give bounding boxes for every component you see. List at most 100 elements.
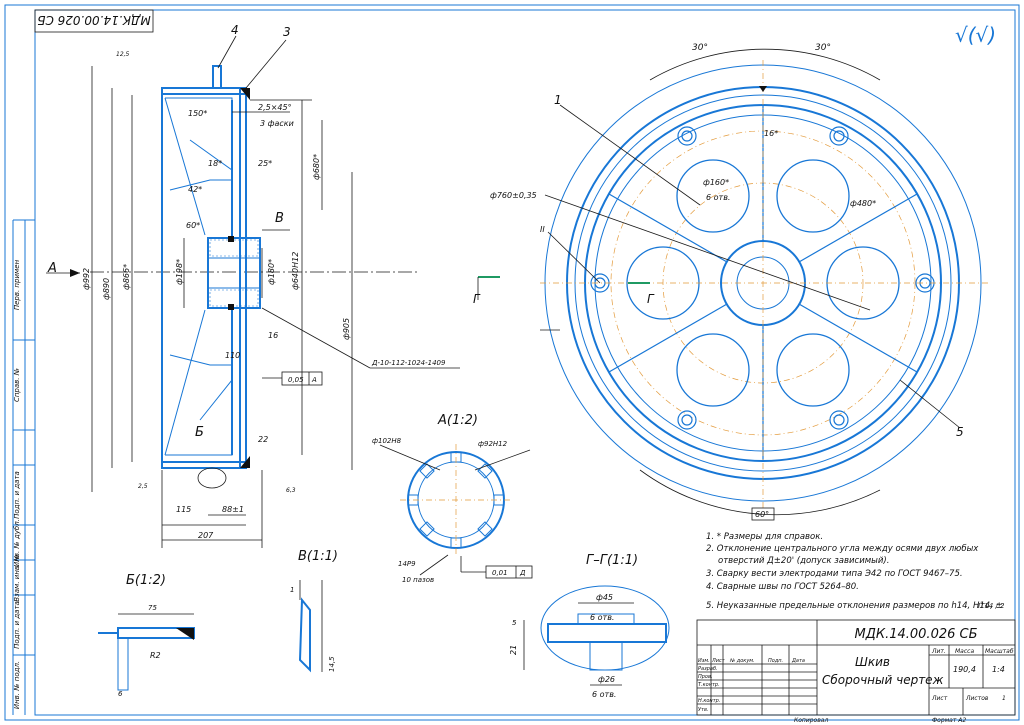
dim: R2 bbox=[150, 651, 161, 660]
outer-frame bbox=[4, 4, 1020, 721]
col-header: Лист bbox=[711, 658, 726, 664]
dim: 6 отв. bbox=[592, 690, 616, 699]
dim: ф640Н12 bbox=[291, 252, 300, 290]
row-label: Разраб. bbox=[698, 666, 718, 672]
datum-label: Д bbox=[519, 569, 526, 577]
side-strip bbox=[12, 219, 35, 715]
dim: ф102Н8 bbox=[372, 437, 402, 445]
front-view bbox=[477, 48, 990, 521]
section-a-title: А(1:2) bbox=[437, 413, 478, 428]
hole-mark: II bbox=[540, 225, 545, 234]
dim: 88±1 bbox=[222, 505, 244, 514]
dim: ф992 bbox=[82, 268, 91, 290]
view-a-label: А bbox=[47, 261, 57, 276]
section-v-title: В(1:1) bbox=[298, 549, 338, 564]
dim: 6,3 bbox=[286, 487, 296, 494]
dim: 16 bbox=[268, 331, 278, 340]
stamp-text: МДК.14.00.026 СБ bbox=[37, 13, 151, 27]
dim: 10 пазов bbox=[402, 576, 434, 584]
mass-value: 190,4 bbox=[953, 665, 976, 674]
note: отверстий Д±20' (допуск зависимый). bbox=[718, 556, 889, 566]
dim: ф905 bbox=[342, 318, 351, 340]
datum-label: А bbox=[311, 376, 317, 384]
note-fraction: IT14 / 2 bbox=[978, 602, 1005, 610]
leader-label: 4 bbox=[231, 23, 239, 37]
header-scale: Масштаб bbox=[985, 648, 1014, 655]
note: 4. Сварные швы по ГОСТ 5264–80. bbox=[706, 582, 859, 592]
dim: 2,5×45° bbox=[258, 103, 292, 112]
weld-spec: Д-10-112-1024-1409 bbox=[371, 359, 446, 367]
dim: 14,5 bbox=[328, 656, 336, 672]
note: 3. Сварку вести электродами типа Э42 по … bbox=[706, 569, 963, 579]
row-label: Утв. bbox=[698, 707, 709, 713]
dim: 6 bbox=[118, 690, 123, 698]
leader-label: 1 bbox=[554, 93, 562, 107]
dim: 2,5 bbox=[138, 483, 148, 490]
dim: 75 bbox=[148, 604, 157, 612]
side-label: Взам. инв. № bbox=[13, 554, 21, 602]
title-subname: Сборочный чертеж bbox=[822, 673, 944, 687]
section-g-title: Г–Г(1:1) bbox=[586, 553, 638, 568]
dim: 18* bbox=[208, 159, 222, 168]
detail-a bbox=[379, 444, 533, 579]
dim: ф866* bbox=[122, 264, 131, 290]
leader-label: 5 bbox=[956, 425, 964, 439]
section-b-title: Б(1:2) bbox=[126, 573, 166, 588]
header-mass: Масса bbox=[955, 648, 974, 655]
side-label: Подп. и дата bbox=[13, 471, 21, 519]
header-lit: Лит. bbox=[931, 648, 946, 655]
note: 5. Неуказанные предельные отклонения раз… bbox=[706, 601, 1003, 611]
col-header: Подп. bbox=[768, 658, 783, 664]
dim: 207 bbox=[198, 531, 214, 540]
dim: 150* bbox=[188, 109, 207, 118]
note: 1. * Размеры для справок. bbox=[706, 532, 823, 542]
dim: ф92Н12 bbox=[478, 440, 508, 448]
listov-label: Листов bbox=[965, 695, 989, 702]
dim: ф480* bbox=[850, 199, 876, 208]
stamp-box bbox=[34, 9, 154, 33]
section-view bbox=[46, 35, 460, 548]
row-label: Н.контр. bbox=[698, 698, 720, 704]
side-label: Перв. примен bbox=[13, 259, 21, 310]
leader-label: 3 bbox=[283, 25, 291, 39]
dim: ф760±0,35 bbox=[490, 191, 537, 200]
dim: 60° bbox=[755, 510, 769, 519]
dim: 5 bbox=[512, 619, 517, 627]
dim: ф26 bbox=[598, 675, 615, 684]
section-mark-g: Г bbox=[473, 292, 481, 306]
side-label: Подп. и дата bbox=[13, 601, 21, 649]
title-block bbox=[696, 619, 1016, 716]
listov-value: 1 bbox=[1002, 695, 1006, 702]
callout-b: Б bbox=[195, 425, 204, 440]
dim: ф680* bbox=[312, 154, 321, 180]
list-label: Лист bbox=[931, 695, 948, 702]
side-label: Инв. № дубл. bbox=[13, 519, 21, 567]
dim: 115 bbox=[176, 505, 191, 514]
tolerance-value: 0,05 bbox=[288, 376, 304, 384]
dim: 25* bbox=[258, 159, 272, 168]
dim: 30° bbox=[815, 43, 831, 53]
note: 2. Отклонение центрального угла между ос… bbox=[706, 544, 979, 554]
row-label: Т.контр. bbox=[698, 682, 720, 688]
title-code: МДК.14.00.026 СБ bbox=[854, 627, 977, 642]
dim: ф890 bbox=[102, 278, 111, 300]
detail-g bbox=[523, 585, 670, 686]
section-mark-g: Г bbox=[647, 292, 655, 306]
dim: ф45 bbox=[596, 593, 613, 602]
title-name: Шкив bbox=[855, 655, 890, 669]
dim: ф180* bbox=[267, 259, 276, 285]
col-header: Дата bbox=[791, 658, 805, 664]
col-header: № докум. bbox=[729, 658, 755, 664]
detail-v bbox=[298, 580, 323, 673]
dim: 30° bbox=[692, 43, 708, 53]
scale-value: 1:4 bbox=[992, 665, 1005, 674]
footer-format: Формат А2 bbox=[932, 717, 966, 724]
dim: 60* bbox=[186, 221, 200, 230]
roughness-icon: √(√) bbox=[955, 23, 996, 47]
dim: 110 bbox=[225, 351, 240, 360]
dim: 12,5 bbox=[116, 51, 130, 58]
dim: 42* bbox=[188, 185, 202, 194]
inner-frame bbox=[34, 9, 1016, 716]
